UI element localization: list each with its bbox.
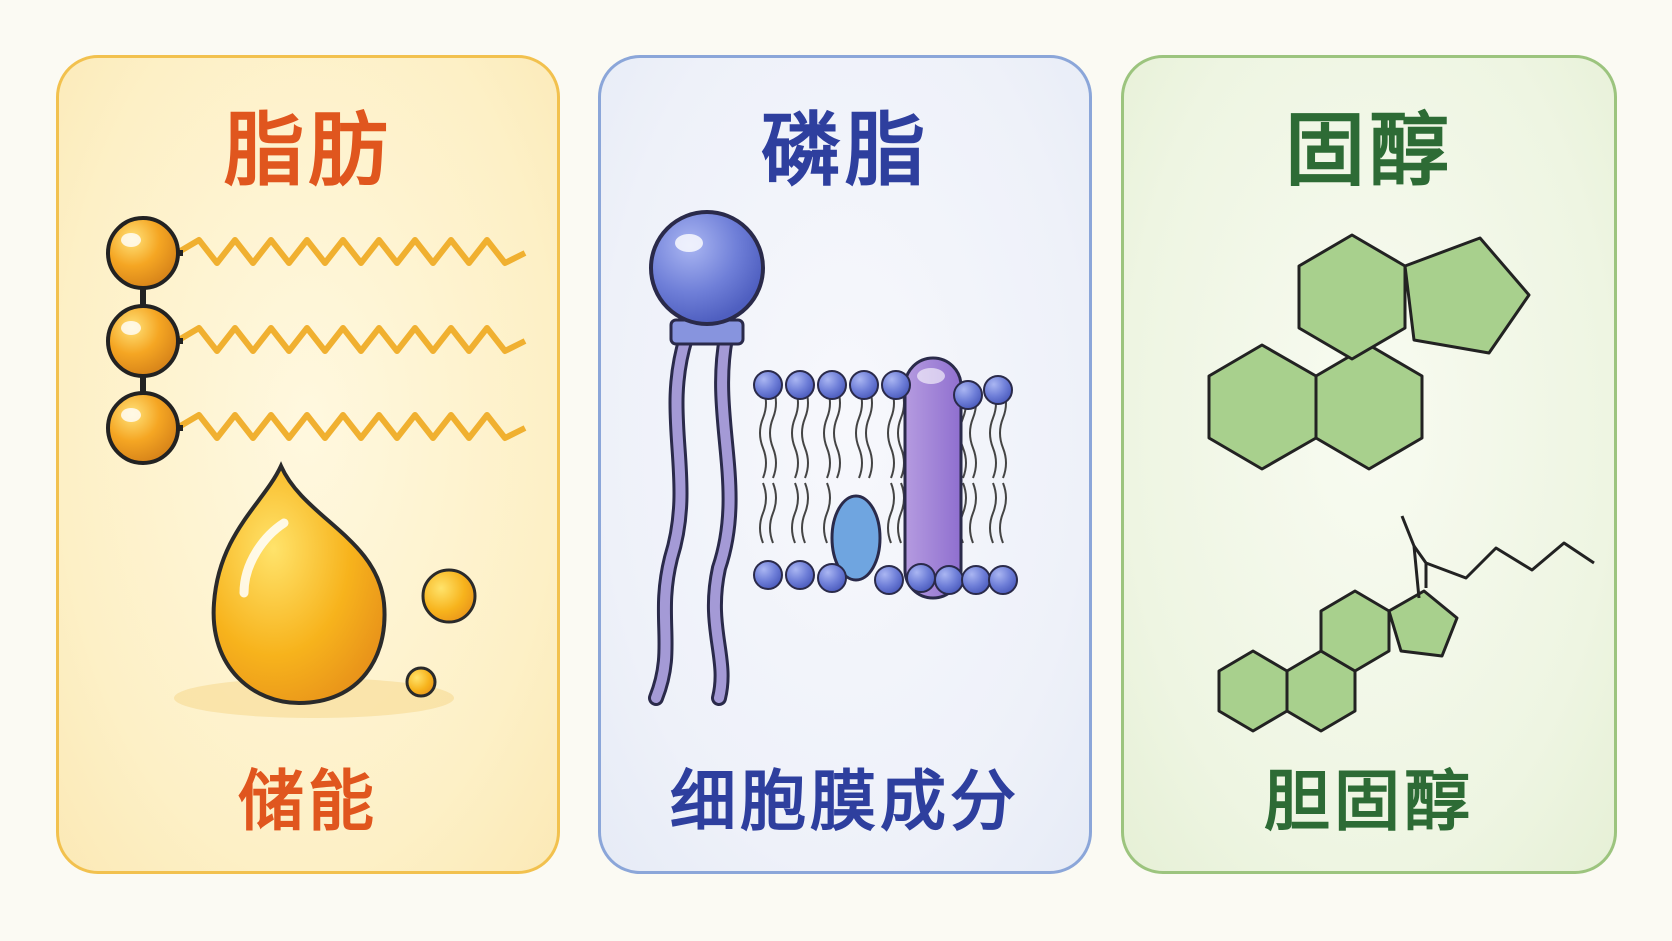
oil-droplet-small-2 xyxy=(405,666,437,698)
steroid-ring-illustration xyxy=(1207,233,1595,733)
oil-droplet-small-1 xyxy=(421,568,477,624)
phospholipid-molecule xyxy=(648,210,765,706)
side-chain xyxy=(1412,541,1595,599)
cholesterol-structure xyxy=(1217,589,1459,733)
phospholipid-title: 磷脂 xyxy=(761,104,929,197)
phospholipid-card: 磷脂 xyxy=(598,55,1092,874)
lipid-bilayer xyxy=(753,356,1018,600)
triglyceride-illustration xyxy=(106,216,527,718)
phospholipid-caption: 细胞膜成分 xyxy=(670,763,1020,840)
sterol-title: 固醇 xyxy=(1285,104,1453,197)
fatty-acid-tail-3 xyxy=(175,412,527,441)
glycerol-sphere-1 xyxy=(106,216,180,290)
fatty-acid-tail-1 xyxy=(175,237,527,266)
membrane-protein-icon xyxy=(903,356,963,600)
fat-card: 脂肪 xyxy=(56,55,560,874)
sterol-caption: 胆固醇 xyxy=(1264,763,1474,840)
fat-caption: 储能 xyxy=(238,763,378,840)
glycerol-sphere-2 xyxy=(106,304,180,378)
channel-protein-icon xyxy=(830,494,882,582)
fat-title: 脂肪 xyxy=(224,104,392,197)
steroid-core-large xyxy=(1207,233,1531,471)
glycerol-sphere-3 xyxy=(106,391,180,465)
phospholipid-illustration xyxy=(648,210,1018,706)
oil-drop-icon xyxy=(211,461,387,706)
phosphate-head-icon xyxy=(649,210,765,326)
fatty-acid-tail-2 xyxy=(175,325,527,354)
sterol-card: 固醇 胆固醇 xyxy=(1121,55,1617,874)
